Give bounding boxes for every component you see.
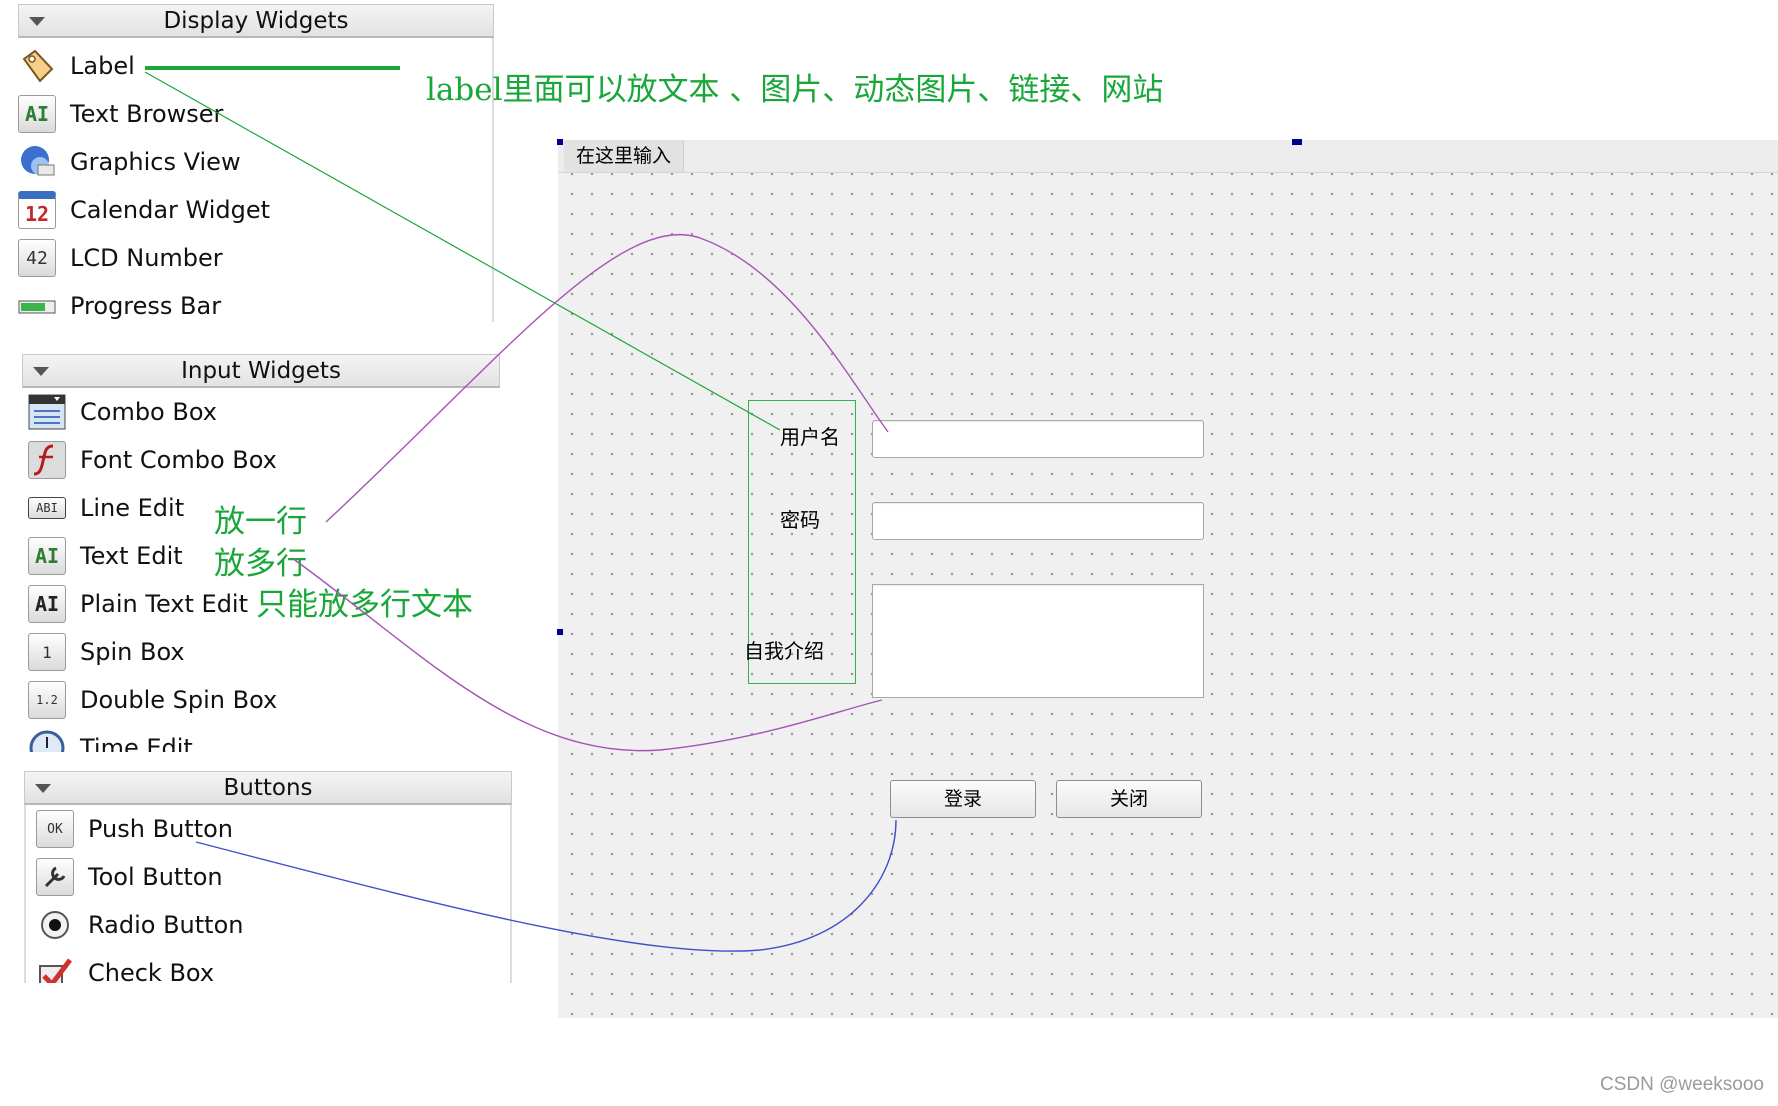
menu-type-here[interactable]: 在这里输入: [564, 140, 685, 172]
font-combo-box-icon: [28, 441, 66, 479]
widget-item-spin-box-text: Spin Box: [80, 638, 185, 666]
selection-handle[interactable]: [557, 139, 563, 145]
buttons-title: Buttons: [223, 775, 313, 801]
widget-item-graphics-view-text: Graphics View: [70, 148, 241, 176]
buttons-header[interactable]: Buttons: [24, 771, 512, 805]
widget-item-text-edit-text: Text Edit: [80, 542, 183, 570]
widget-item-font-combo-box-text: Font Combo Box: [80, 446, 277, 474]
widget-item-push-button-text: Push Button: [88, 815, 233, 843]
intro-label: 自我介绍: [744, 639, 824, 663]
widget-item-plain-text-edit-text: Plain Text Edit: [80, 590, 248, 618]
watermark: CSDN @weeksooo: [1600, 1074, 1764, 1095]
buttons-panel: Buttons OK Push Button Tool Button Radio…: [24, 771, 512, 983]
input-widgets-header[interactable]: Input Widgets: [22, 354, 500, 388]
username-label: 用户名: [780, 425, 840, 449]
combo-box-icon: [28, 393, 66, 431]
widget-item-time-edit-text: Time Edit: [80, 734, 193, 752]
widget-item-font-combo-box[interactable]: Font Combo Box: [28, 440, 277, 480]
label-tag-icon: [18, 47, 56, 85]
check-box-icon: [36, 954, 74, 983]
username-input[interactable]: [872, 420, 1204, 458]
widget-item-check-box-text: Check Box: [88, 959, 215, 983]
widget-item-time-edit[interactable]: Time Edit: [28, 728, 193, 752]
progress-bar-icon: [18, 287, 56, 325]
time-edit-icon: [28, 729, 66, 752]
widget-item-text-browser[interactable]: AI Text Browser: [18, 94, 223, 134]
line-edit-note: 放一行: [214, 504, 307, 540]
widget-item-push-button[interactable]: OK Push Button: [36, 809, 233, 849]
widget-item-combo-box-text: Combo Box: [80, 398, 217, 426]
plain-text-note: 只能放多行文本: [256, 587, 473, 623]
collapse-arrow-icon[interactable]: [35, 784, 51, 793]
widget-item-tool-button[interactable]: Tool Button: [36, 857, 223, 897]
lcd-number-icon: 42: [18, 239, 56, 277]
widget-item-calendar-text: Calendar Widget: [70, 196, 271, 224]
widget-item-plain-text-edit[interactable]: AI Plain Text Edit: [28, 584, 248, 624]
widget-item-calendar[interactable]: 12 Calendar Widget: [18, 190, 270, 230]
widget-item-text-browser-text: Text Browser: [70, 100, 224, 128]
display-widgets-panel: Display Widgets Label AI Text Browser Gr…: [18, 4, 494, 322]
widget-item-label-text: Label: [70, 52, 135, 80]
line-edit-icon: ABI: [28, 497, 66, 519]
widget-item-double-spin-box[interactable]: 1.2 Double Spin Box: [28, 680, 277, 720]
widget-item-tool-button-text: Tool Button: [88, 863, 223, 891]
widget-item-line-edit[interactable]: ABI Line Edit: [28, 488, 184, 528]
intro-text-edit[interactable]: [872, 584, 1204, 698]
widget-item-radio-button-text: Radio Button: [88, 911, 244, 939]
form-canvas[interactable]: 在这里输入: [558, 140, 1778, 1018]
text-edit-note: 放多行: [214, 546, 307, 582]
calendar-icon: 12: [18, 191, 56, 229]
widget-item-graphics-view[interactable]: Graphics View: [18, 142, 241, 182]
widget-item-progress-bar-text: Progress Bar: [70, 292, 222, 320]
radio-button-icon: [36, 906, 74, 944]
spin-box-icon: 1: [28, 633, 66, 671]
widget-item-lcd[interactable]: 42 LCD Number: [18, 238, 223, 278]
widget-item-double-spin-box-text: Double Spin Box: [80, 686, 278, 714]
text-browser-icon: AI: [18, 95, 56, 133]
collapse-arrow-icon[interactable]: [33, 367, 49, 376]
widget-item-spin-box[interactable]: 1 Spin Box: [28, 632, 185, 672]
collapse-arrow-icon[interactable]: [29, 17, 45, 26]
close-button[interactable]: 关闭: [1056, 780, 1202, 818]
widget-item-progress-bar[interactable]: Progress Bar: [18, 286, 221, 326]
widget-item-lcd-text: LCD Number: [70, 244, 223, 272]
plain-text-edit-icon: AI: [28, 585, 66, 623]
password-input[interactable]: [872, 502, 1204, 540]
widget-item-radio-button[interactable]: Radio Button: [36, 905, 243, 945]
widget-item-text-edit[interactable]: AI Text Edit: [28, 536, 183, 576]
push-button-icon: OK: [36, 810, 74, 848]
graphics-view-icon: [18, 143, 56, 181]
panel-right-border: [510, 805, 512, 983]
widget-item-line-edit-text: Line Edit: [80, 494, 185, 522]
selection-handle[interactable]: [1292, 139, 1302, 145]
display-widgets-title: Display Widgets: [163, 8, 349, 34]
display-widgets-header[interactable]: Display Widgets: [18, 4, 494, 38]
text-edit-icon: AI: [28, 537, 66, 575]
tool-button-icon: [36, 858, 74, 896]
double-spin-box-icon: 1.2: [28, 681, 66, 719]
selection-handle[interactable]: [557, 629, 563, 635]
label-note: label里面可以放文本 、图片、动态图片、链接、网站: [426, 72, 1164, 108]
password-label: 密码: [780, 508, 820, 532]
widget-item-check-box[interactable]: Check Box: [36, 953, 214, 983]
widget-item-label[interactable]: Label: [18, 46, 135, 86]
menu-bar: 在这里输入: [558, 140, 1778, 173]
input-widgets-title: Input Widgets: [181, 358, 341, 384]
widget-item-combo-box[interactable]: Combo Box: [28, 392, 217, 432]
panel-left-border: [24, 805, 26, 983]
login-button[interactable]: 登录: [890, 780, 1036, 818]
